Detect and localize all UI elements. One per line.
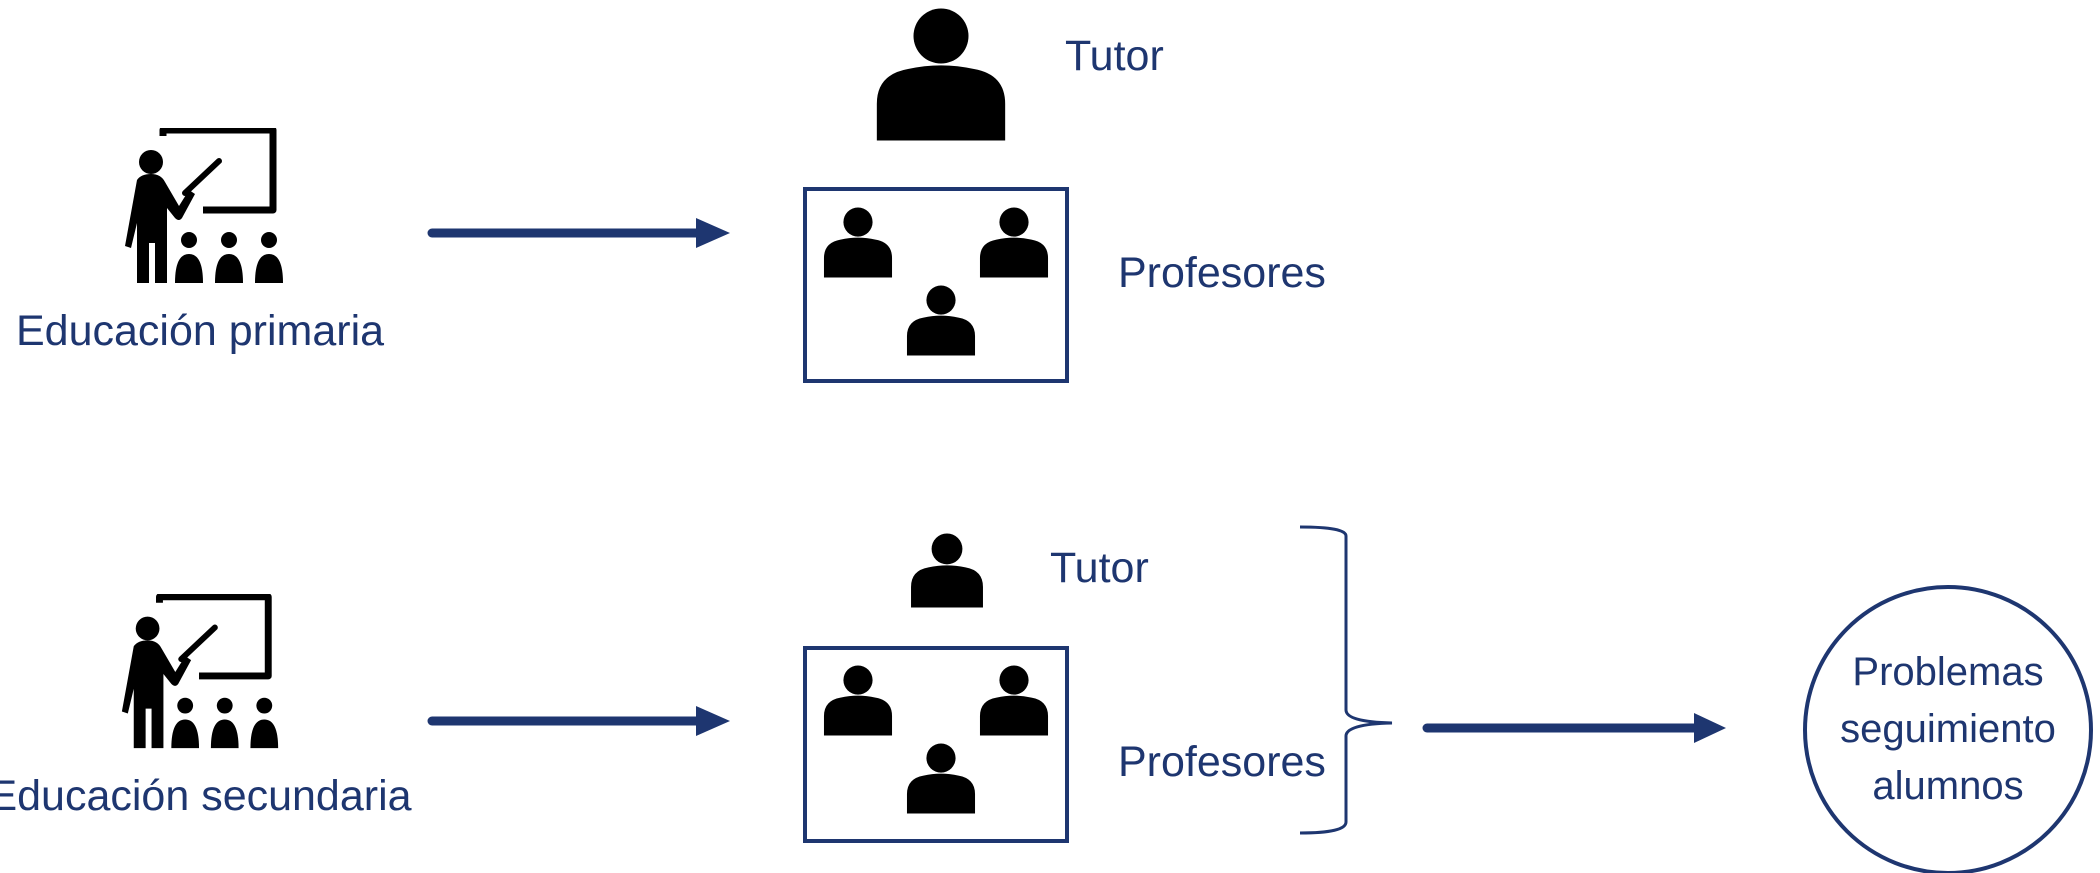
classroom-icon-secondary	[122, 597, 278, 748]
person-icon-secondary-teacher-2	[979, 665, 1049, 736]
arrow-primary	[427, 218, 730, 248]
outcome-line-2: seguimiento	[1840, 707, 2056, 751]
primary-tutor-label: Tutor	[1065, 32, 1164, 80]
primary-education-label: Educación primaria	[16, 307, 384, 355]
secondary-teachers-label: Profesores	[1118, 738, 1326, 786]
arrow-secondary	[427, 706, 730, 736]
person-icon-secondary-teacher-1	[823, 665, 893, 736]
grouping-brace	[1299, 525, 1393, 835]
outcome-line-1: Problemas	[1852, 650, 2043, 694]
person-icon-secondary-tutor	[911, 533, 983, 608]
person-icon-primary-teacher-1	[823, 207, 893, 278]
person-icon-secondary-teacher-3	[906, 743, 976, 814]
primary-teachers-label: Profesores	[1118, 249, 1326, 297]
primary-teachers-box	[803, 187, 1069, 383]
secondary-teachers-box	[803, 646, 1069, 843]
secondary-education-label: Educación secundaria	[0, 772, 412, 820]
arrow-to-outcome	[1422, 713, 1726, 743]
person-icon-primary-teacher-2	[979, 207, 1049, 278]
outcome-line-3: alumnos	[1872, 764, 2023, 808]
classroom-icon-primary	[125, 130, 283, 283]
person-icon-primary-tutor	[876, 8, 1006, 141]
outcome-circle	[1803, 585, 2093, 873]
person-icon-primary-teacher-3	[906, 285, 976, 356]
secondary-tutor-label: Tutor	[1050, 544, 1149, 592]
